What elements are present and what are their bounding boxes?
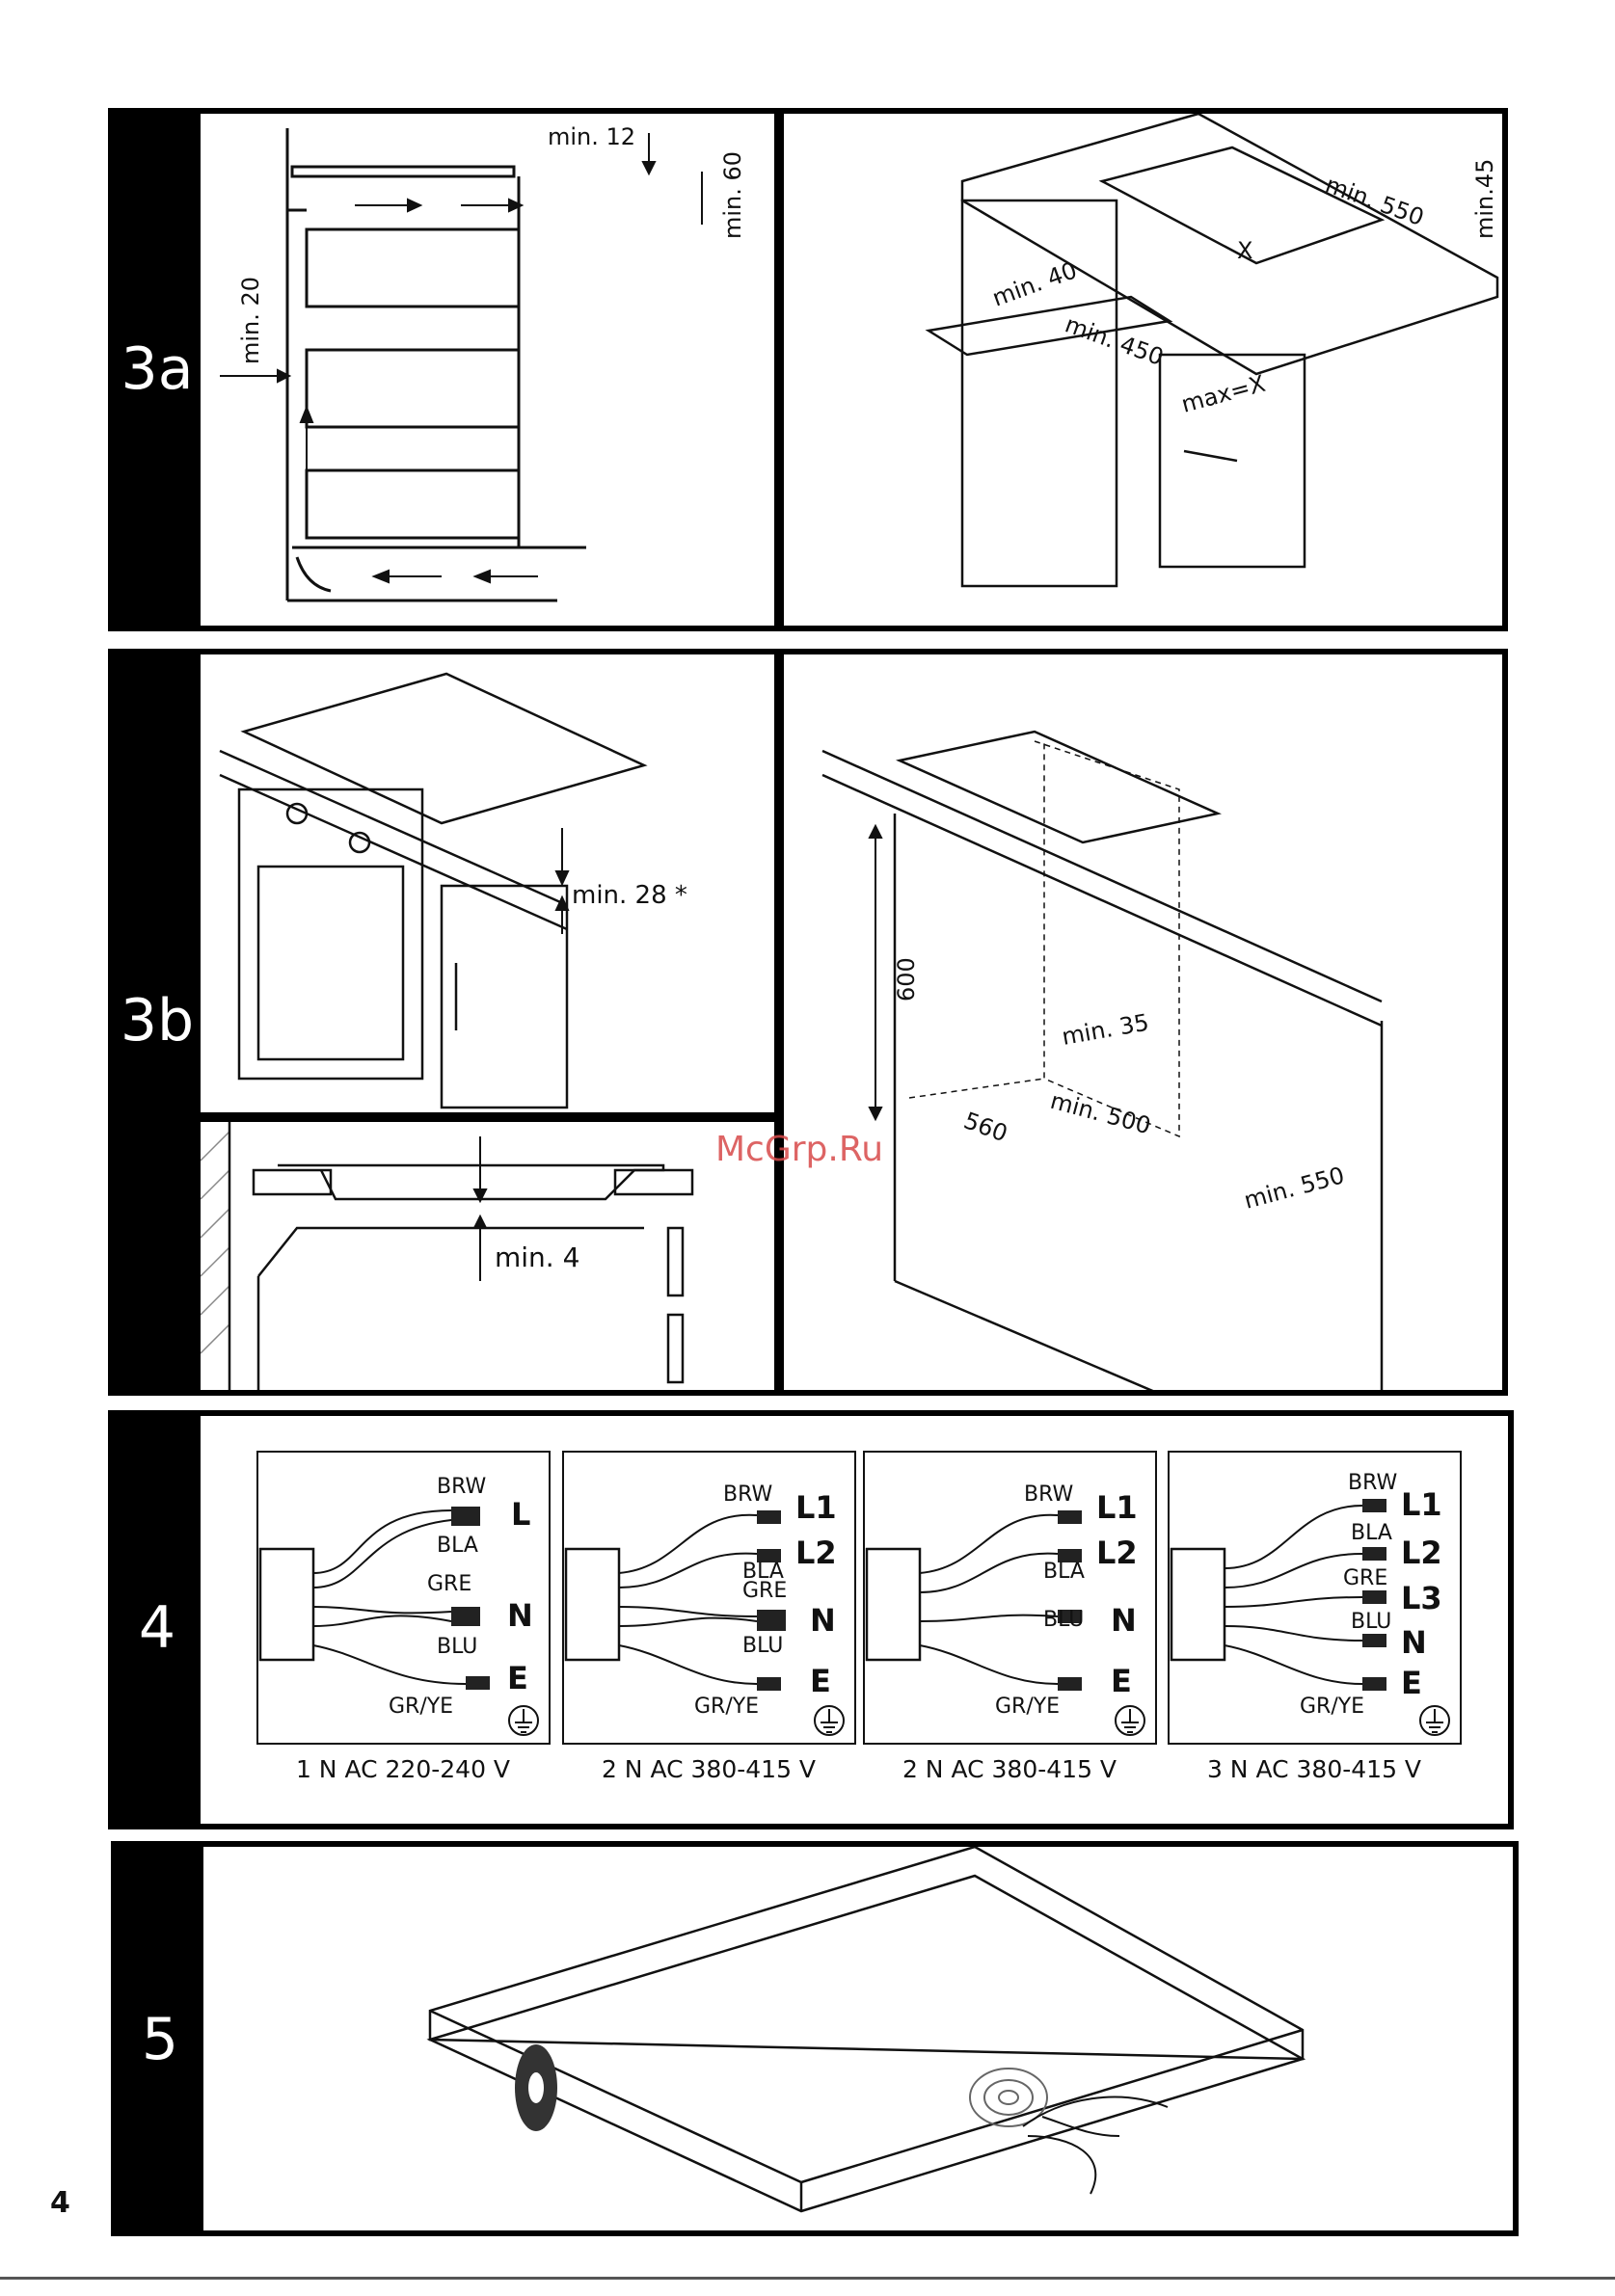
dimension-min28: min. 28 * (572, 881, 687, 910)
section-label-5: 5 (141, 2006, 179, 2073)
panel-3b-bottom-left: min. 4 (201, 1117, 779, 1390)
wiring-drawing-4: BRW BLA GRE BLU GR/YE L1 L2 L3 N E (1170, 1471, 1450, 1736)
seal-tape-roll-icon (515, 2044, 557, 2131)
earth-symbol-icon-4 (1419, 1705, 1450, 1736)
wire-label-2-3: BLU (742, 1634, 783, 1658)
terminal-label-3-2: N (1111, 1602, 1137, 1639)
terminal-label-1-0: L (511, 1496, 530, 1533)
wire-label-4-3: BLU (1351, 1610, 1391, 1634)
page-number: 4 (50, 2186, 70, 2220)
terminal-label-4-0: L1 (1401, 1486, 1442, 1523)
earth-symbol-icon-2 (814, 1705, 845, 1736)
dimension-min450: min. 450 (1062, 310, 1167, 371)
section-tab-3b: 3b (114, 654, 201, 1390)
dimension-min40: min. 40 (988, 256, 1080, 311)
dimension-560: 560 (960, 1107, 1011, 1147)
terminal-label-3-3: E (1111, 1663, 1132, 1699)
panel-3b-right: 600 min. 35 min. 500 560 min. 550 (779, 654, 1502, 1390)
wire-label-1-2: GRE (427, 1572, 471, 1596)
wire-label-1-3: BLU (437, 1635, 477, 1659)
dimension-min20: min. 20 (237, 277, 264, 364)
oven-under-hob-drawing: min. 28 * (219, 672, 687, 1109)
wire-label-4-1: BLA (1351, 1521, 1392, 1545)
wiring-drawing-1: BRW BLA GRE BLU GR/YE L N E (258, 1475, 539, 1736)
built-in-oven-cabinet-drawing: 600 min. 35 min. 500 560 min. 550 (821, 730, 1384, 1390)
wire-label-2-1: BLA (742, 1560, 784, 1584)
section-label-4: 4 (138, 1594, 176, 1662)
section-4: 4 BRW BLA GRE BLU GR/YE L N E (108, 1410, 1514, 1829)
wire-label-2-2: GRE (742, 1579, 787, 1603)
wiring-diagram-1: BRW BLA GRE BLU GR/YE L N E (256, 1451, 551, 1745)
wiring-caption-2: 2 N AC 380-415 V (601, 1755, 817, 1783)
panel-3b-top-left: min. 28 * (201, 654, 779, 1117)
wiring-caption-3: 2 N AC 380-415 V (902, 1755, 1117, 1783)
terminal-label-3-1: L2 (1096, 1535, 1138, 1571)
wire-label-3-0: BRW (1024, 1482, 1073, 1507)
wiring-drawing-2: BRW BLA GRE BLU GR/YE L1 L2 N E (564, 1482, 845, 1736)
wire-label-4-0: BRW (1348, 1471, 1397, 1495)
wiring-caption-4: 3 N AC 380-415 V (1206, 1755, 1422, 1783)
earth-symbol-icon-1 (508, 1705, 539, 1736)
panel-3a-right: min. 550 min.45 X min. 40 min. 450 max=X (779, 114, 1502, 626)
wire-label-3-2: BLU (1043, 1608, 1084, 1632)
dimension-max-x: max=X (1178, 370, 1268, 418)
terminal-label-1-1: N (507, 1597, 533, 1634)
bottom-rule (0, 2277, 1615, 2280)
wire-label-2-4: GR/YE (694, 1695, 759, 1719)
worktop-cutout-drawing: min. 550 min.45 X min. 40 min. 450 max=X (925, 114, 1499, 588)
wiring-caption-1: 1 N AC 220-240 V (295, 1755, 511, 1783)
hob-seal-tape-drawing (426, 1847, 1306, 2213)
terminal-label-1-2: E (507, 1660, 528, 1696)
wire-label-4-4: GR/YE (1300, 1695, 1364, 1719)
dimension-min12: min. 12 (548, 123, 635, 150)
terminal-label-2-3: E (810, 1663, 831, 1699)
wiring-diagram-2: BRW BLA GRE BLU GR/YE L1 L2 N E (562, 1451, 856, 1745)
section-tab-4: 4 (114, 1416, 201, 1824)
seal-tape-spiral-icon (969, 2068, 1048, 2127)
wire-label-3-1: BLA (1043, 1560, 1085, 1584)
wiring-diagram-4: BRW BLA GRE BLU GR/YE L1 L2 L3 N E (1168, 1451, 1462, 1745)
wiring-drawing-3: BRW BLA BLU GR/YE L1 L2 N E (865, 1482, 1145, 1736)
dimension-min4: min. 4 (495, 1241, 579, 1273)
terminal-label-2-0: L1 (795, 1489, 837, 1526)
terminal-label-4-3: N (1401, 1624, 1427, 1661)
dimension-x: X (1237, 237, 1252, 264)
wire-label-2-0: BRW (723, 1482, 772, 1507)
dimension-min550-3b: min. 550 (1241, 1161, 1347, 1215)
section-tab-3a: 3a (114, 114, 201, 626)
dimension-600: 600 (893, 957, 920, 1001)
section-tab-5: 5 (117, 1847, 203, 2230)
terminal-label-4-4: E (1401, 1665, 1422, 1701)
wire-label-1-4: GR/YE (389, 1695, 453, 1719)
section-3a: 3a (108, 108, 1508, 631)
hand-icon (1022, 2096, 1169, 2195)
dimension-min500: min. 500 (1047, 1087, 1153, 1140)
terminal-label-4-2: L3 (1401, 1580, 1442, 1616)
terminal-label-2-2: N (810, 1602, 836, 1639)
wire-label-4-2: GRE (1343, 1566, 1387, 1590)
dimension-min60: min. 60 (719, 151, 746, 239)
section-label-3b: 3b (120, 987, 195, 1055)
earth-symbol-icon-3 (1115, 1705, 1145, 1736)
terminal-label-2-1: L2 (795, 1535, 837, 1571)
hob-recess-detail-drawing: min. 4 (201, 1122, 694, 1390)
dimension-min45: min.45 (1471, 159, 1498, 239)
dimension-min35: min. 35 (1060, 1009, 1151, 1051)
section-label-3a: 3a (121, 335, 194, 403)
section-3b: 3b min. 28 * (108, 649, 1508, 1396)
wiring-diagram-3: BRW BLA BLU GR/YE L1 L2 N E (863, 1451, 1157, 1745)
wire-label-1-0: BRW (437, 1475, 486, 1499)
wire-label-1-1: BLA (437, 1534, 478, 1558)
watermark: McGrp.Ru (715, 1130, 884, 1169)
terminal-label-4-1: L2 (1401, 1535, 1442, 1571)
terminal-label-3-0: L1 (1096, 1489, 1138, 1526)
cabinet-cross-section-drawing: min. 12 min. 60 min. 20 (220, 123, 746, 602)
panel-3a-left: min. 12 min. 60 min. 20 (201, 114, 779, 626)
wire-label-3-3: GR/YE (995, 1695, 1060, 1719)
section-5: 5 (111, 1841, 1519, 2236)
